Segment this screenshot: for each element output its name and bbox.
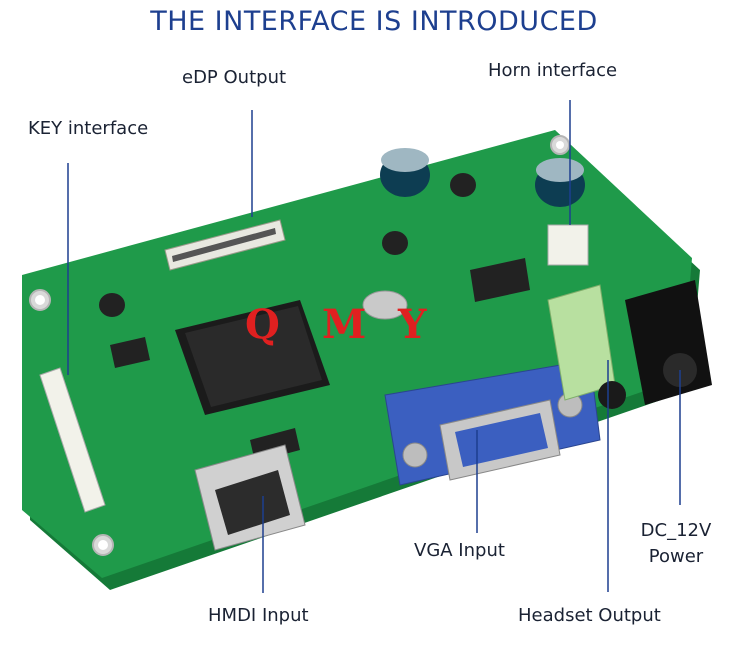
hdmi-connector bbox=[194, 444, 306, 551]
label-edp-output: eDP Output bbox=[182, 67, 287, 88]
capacitors bbox=[99, 148, 585, 317]
horn-connector bbox=[547, 224, 589, 266]
edp-connector bbox=[164, 219, 286, 271]
label-power: Power bbox=[648, 546, 704, 567]
page-title: THE INTERFACE IS INTRODUCED bbox=[150, 6, 598, 37]
label-vga-input: VGA Input bbox=[414, 540, 505, 561]
audio-jack bbox=[547, 284, 626, 409]
svg-text:M: M bbox=[322, 301, 366, 348]
label-hdmi-input: HMDI Input bbox=[208, 605, 309, 626]
label-headset-output: Headset Output bbox=[518, 605, 661, 626]
watermark: Q M Y bbox=[245, 301, 427, 348]
vga-connector bbox=[384, 359, 601, 486]
main-chip bbox=[175, 300, 330, 415]
label-horn-interface: Horn interface bbox=[488, 60, 618, 81]
svg-text:Y: Y bbox=[397, 301, 427, 348]
svg-text:Q: Q bbox=[245, 301, 280, 348]
key-connector bbox=[39, 367, 106, 513]
crystal bbox=[362, 290, 408, 320]
label-key-interface: KEY interface bbox=[28, 118, 149, 139]
label-dc-12v: DC_12V bbox=[640, 520, 712, 541]
leader-lines bbox=[67, 100, 681, 593]
